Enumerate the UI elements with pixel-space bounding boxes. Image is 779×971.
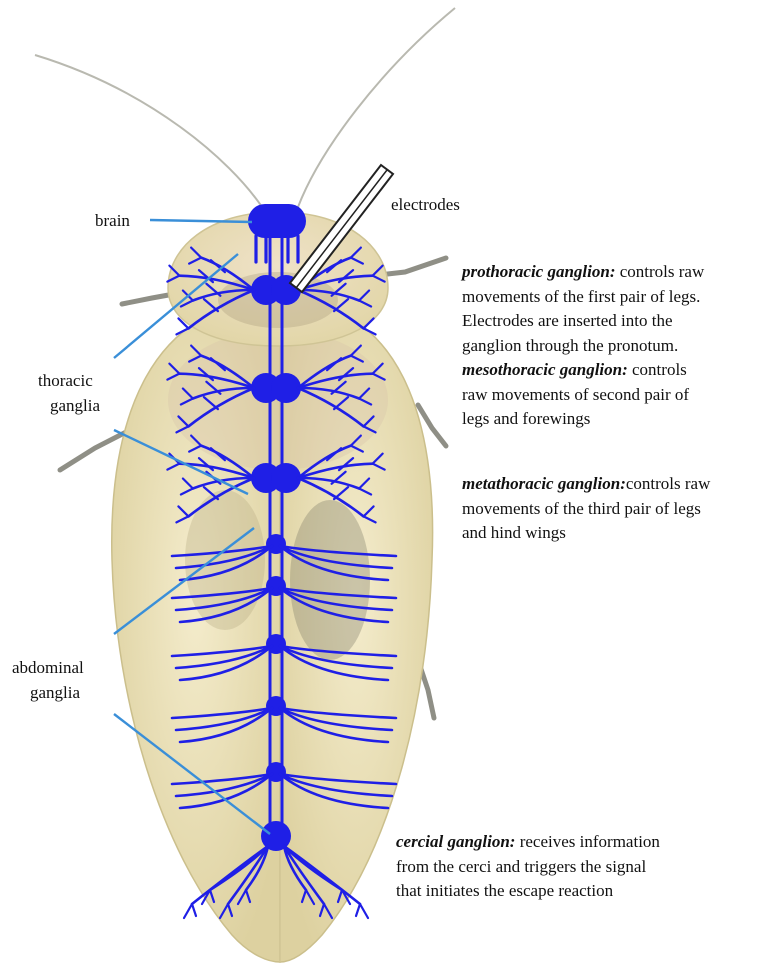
desc-prothoracic-mesothoracic: prothoracic ganglion: controls raw moveme… <box>462 260 778 432</box>
abdominal-ganglion-2 <box>266 576 286 596</box>
desc-prothoracic-line3: Electrodes are inserted into the <box>462 311 673 330</box>
left-antenna <box>35 55 262 207</box>
antennae <box>35 8 455 207</box>
desc-metathoracic-text: metathoracic ganglion:controls raw moveme… <box>462 472 778 546</box>
desc-mesothoracic-line1: controls <box>628 360 687 379</box>
label-abdominal-line2: ganglia <box>12 680 84 705</box>
desc-cercial-line2: from the cerci and triggers the signal <box>396 857 646 876</box>
desc-prothoracic-line1: controls raw <box>616 262 705 281</box>
brain-ganglion <box>248 204 306 238</box>
term-metathoracic: metathoracic ganglion: <box>462 474 626 493</box>
desc-prothoracic: prothoracic ganglion: controls raw moveme… <box>462 260 778 358</box>
label-abdominal-ganglia: abdominal ganglia <box>12 655 84 705</box>
term-mesothoracic: mesothoracic ganglion: <box>462 360 628 379</box>
abdominal-ganglion-5 <box>266 762 286 782</box>
label-abdominal-line1: abdominal <box>12 655 84 680</box>
label-thoracic-line2: ganglia <box>38 393 100 418</box>
term-cercial: cercial ganglion: <box>396 832 515 851</box>
term-prothoracic: prothoracic ganglion: <box>462 262 616 281</box>
mesothoracic-ganglion-right <box>271 373 301 403</box>
desc-metathoracic-line1: controls raw <box>626 474 711 493</box>
cercial-twig-left-3 <box>184 904 196 918</box>
desc-cercial-line1: receives information <box>515 832 659 851</box>
abdominal-ganglion-4 <box>266 696 286 716</box>
label-brain: brain <box>95 208 130 233</box>
desc-prothoracic-line4: ganglion through the pronotum. <box>462 336 678 355</box>
desc-cercial: cercial ganglion: receives information fr… <box>396 830 776 904</box>
desc-metathoracic-line2: movements of the third pair of legs <box>462 499 701 518</box>
label-thoracic-line1: thoracic <box>38 368 100 393</box>
label-electrodes: electrodes <box>391 192 460 217</box>
abdominal-ganglion-1 <box>266 534 286 554</box>
desc-mesothoracic-line3: legs and forewings <box>462 409 590 428</box>
desc-mesothoracic-line2: raw movements of second pair of <box>462 385 689 404</box>
label-thoracic-ganglia: thoracic ganglia <box>38 368 100 418</box>
desc-mesothoracic: mesothoracic ganglion: controls raw movem… <box>462 358 778 432</box>
desc-prothoracic-line2: movements of the first pair of legs. <box>462 287 700 306</box>
desc-metathoracic-line3: and hind wings <box>462 523 566 542</box>
desc-metathoracic: metathoracic ganglion:controls raw moveme… <box>462 472 778 546</box>
abdominal-ganglion-3 <box>266 634 286 654</box>
desc-cercial-text: cercial ganglion: receives information fr… <box>396 830 776 904</box>
metathoracic-ganglion-right <box>271 463 301 493</box>
cercial-twig-right-3 <box>356 904 368 918</box>
desc-cercial-line3: that initiates the escape reaction <box>396 881 613 900</box>
wing-shadow-right <box>290 500 370 660</box>
